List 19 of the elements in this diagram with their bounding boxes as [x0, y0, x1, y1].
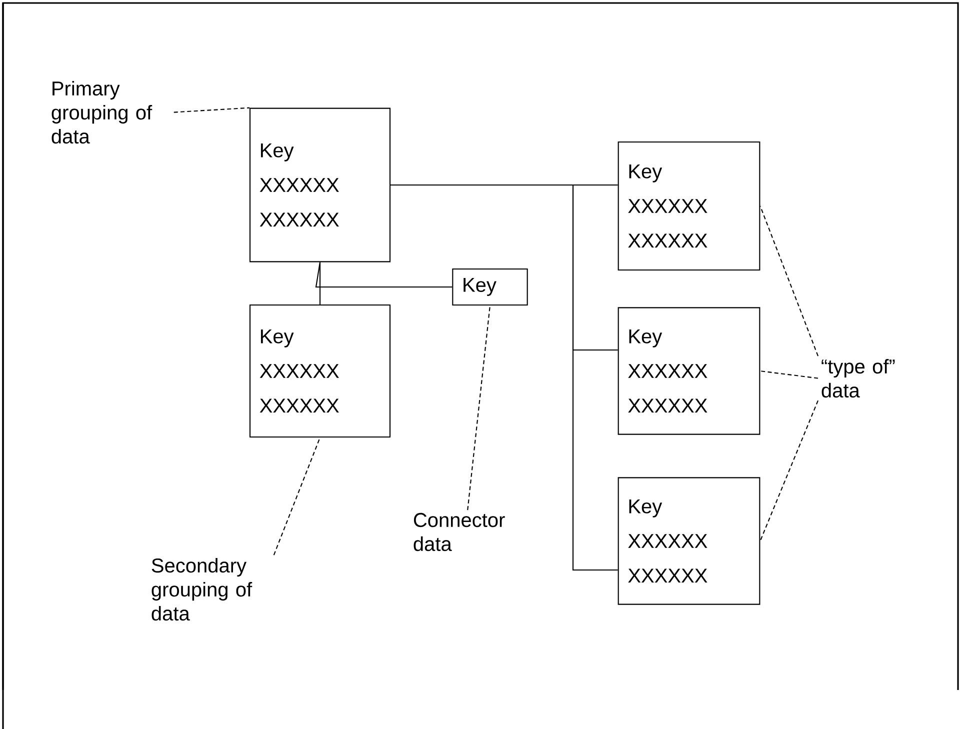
leader-line	[174, 107, 250, 113]
leader-line	[273, 437, 320, 556]
leader-line	[760, 206, 818, 356]
callout-text: “type of” data	[822, 358, 895, 398]
record-box: Key XXXXXX XXXXXX	[249, 304, 391, 438]
record-box: Key XXXXXX XXXXXX	[618, 141, 760, 271]
callout-text: Connector data	[414, 512, 505, 552]
leader-line	[760, 370, 818, 379]
record-box: Key XXXXXX XXXXXX	[249, 108, 391, 262]
key-box: Key	[452, 268, 528, 306]
record-box: Key XXXXXX XXXXXX	[618, 477, 760, 605]
record-box: Key XXXXXX XXXXXX	[618, 307, 760, 435]
leader-line	[467, 305, 491, 510]
callout-text: Primary grouping of data	[52, 80, 152, 144]
connector-line	[390, 184, 618, 571]
connector-line	[315, 262, 452, 288]
callout-text: Secondary grouping of data	[152, 558, 252, 621]
connector-line	[319, 262, 321, 304]
leader-line	[760, 400, 818, 542]
